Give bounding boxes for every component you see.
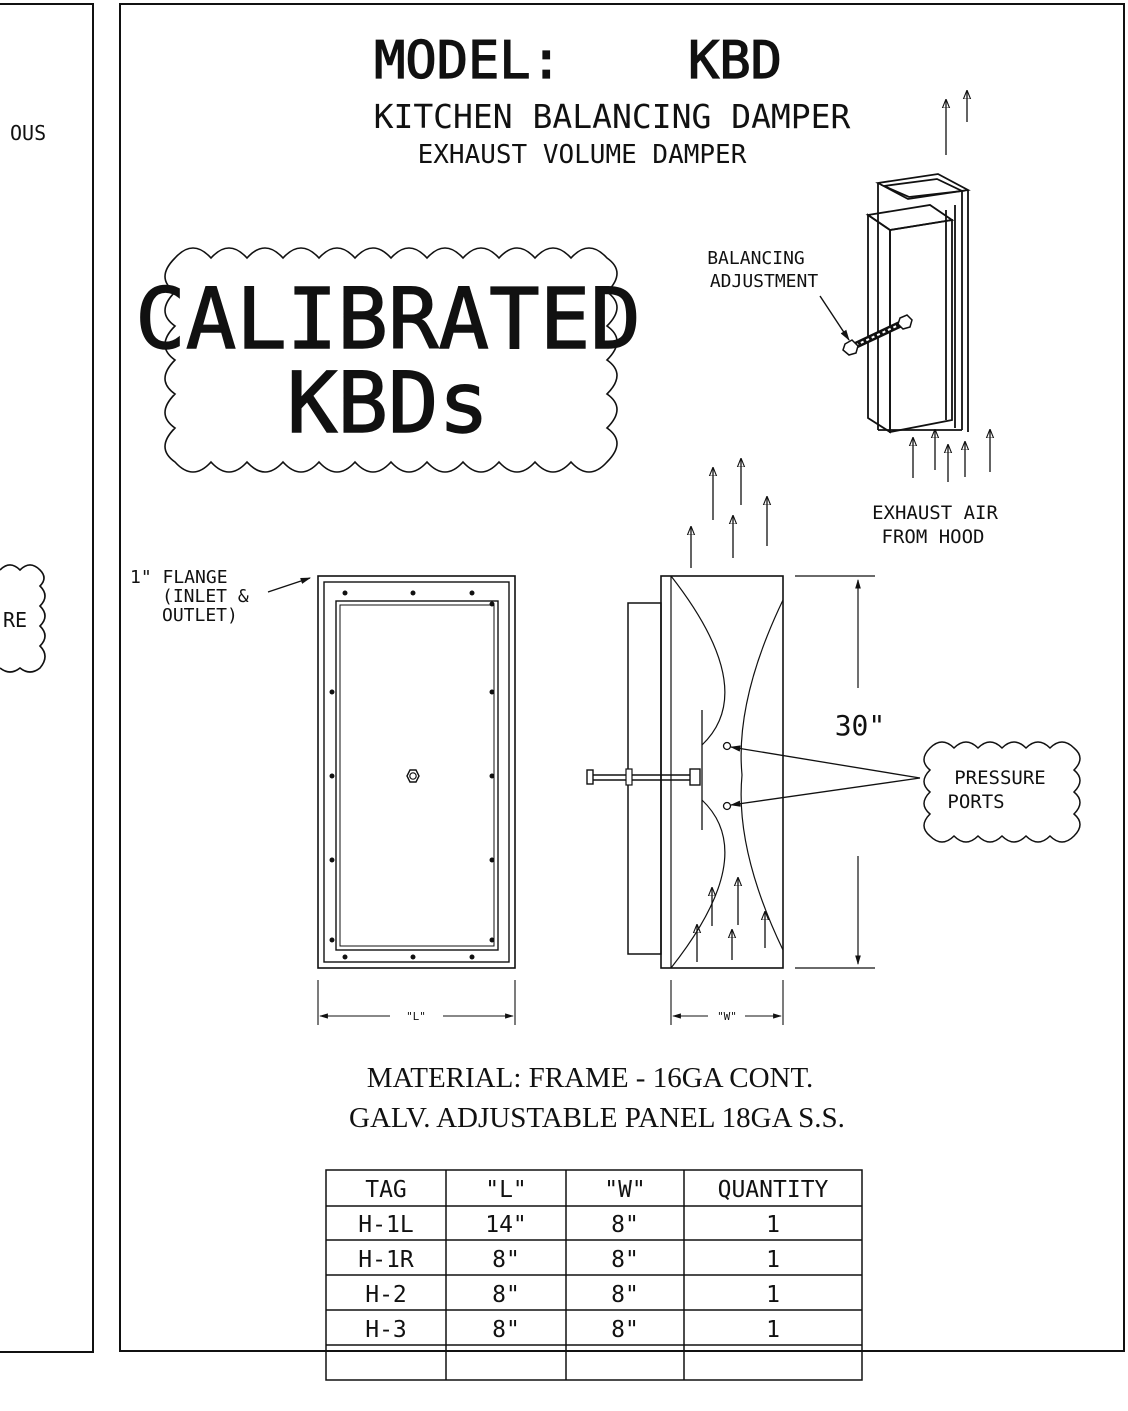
- side-view-ports: [722, 741, 732, 811]
- w-dimension-label: "W": [717, 1010, 737, 1023]
- table-cell: 1: [766, 1247, 780, 1273]
- side-view: [627, 575, 784, 969]
- adjustment-label: ADJUSTMENT: [710, 271, 819, 292]
- from-hood-label: FROM HOOD: [882, 526, 985, 548]
- calibrated-cloud: CALIBRATED KBDs: [134, 247, 642, 473]
- damper-schedule-table: [325, 1169, 863, 1381]
- model-label: MODEL:: [374, 31, 562, 91]
- balancing-leader: [819, 295, 850, 341]
- flange-leader: [267, 577, 311, 593]
- left-panel-cloud: [0, 564, 46, 673]
- isometric-damper: [865, 173, 971, 434]
- model-code: KBD: [688, 31, 782, 91]
- table-header-cell: QUANTITY: [718, 1177, 829, 1203]
- main-sheet-frame: [119, 3, 1125, 1352]
- calibrated-text: CALIBRATED: [135, 270, 641, 368]
- table-cell: H-3: [365, 1317, 407, 1343]
- l-dimension: [317, 980, 516, 1025]
- isometric-adjustment-rod: [842, 314, 913, 356]
- height-dimension: [795, 575, 875, 969]
- height-dimension-label: 30": [835, 709, 886, 742]
- table-cell: 8": [492, 1282, 520, 1308]
- table-cell: H-1L: [358, 1212, 413, 1238]
- side-view-exhaust-arrows-bottom: [697, 878, 765, 962]
- exhaust-air-label: EXHAUST AIR: [872, 502, 998, 524]
- flange-label-2: (INLET &: [162, 586, 249, 607]
- table-header-cell: TAG: [365, 1177, 407, 1203]
- table-cell: 8": [611, 1317, 639, 1343]
- kbds-text: KBDs: [287, 354, 489, 452]
- balancing-label: BALANCING: [707, 248, 805, 269]
- title-kitchen-balancing-damper: KITCHEN BALANCING DAMPER: [374, 97, 851, 136]
- front-view: [317, 575, 516, 969]
- front-view-hex-nut: [406, 769, 420, 783]
- table-cell: 8": [611, 1212, 639, 1238]
- table-cell: 8": [611, 1282, 639, 1308]
- flange-label-1: 1" FLANGE: [130, 567, 228, 588]
- pressure-label: PRESSURE: [954, 767, 1046, 789]
- table-cell: 8": [611, 1247, 639, 1273]
- l-dimension-label: "L": [406, 1010, 426, 1023]
- table-header-cell: "W": [604, 1177, 646, 1203]
- left-panel-fragment-top: OUS: [10, 121, 46, 145]
- table-cell: 14": [485, 1212, 527, 1238]
- left-panel-fragment-mid: RE: [3, 608, 27, 632]
- front-view-bolts: [329, 590, 495, 960]
- table-cell: 8": [492, 1317, 520, 1343]
- table-cell: 1: [766, 1212, 780, 1238]
- table-cell: 1: [766, 1282, 780, 1308]
- left-panel-frame: [0, 3, 94, 1353]
- top-right-arrows: [946, 91, 967, 155]
- side-view-rod: [586, 768, 701, 786]
- material-line-1: MATERIAL: FRAME - 16GA CONT.: [367, 1062, 814, 1094]
- side-view-exhaust-arrows-top: [691, 459, 767, 568]
- table-cell: H-2: [365, 1282, 407, 1308]
- table-cell: 8": [492, 1247, 520, 1273]
- title-exhaust-volume-damper: EXHAUST VOLUME DAMPER: [418, 140, 747, 170]
- exhaust-arrows-iso: [913, 430, 990, 482]
- pressure-ports-cloud: PRESSURE PORTS: [923, 741, 1081, 843]
- flange-label-3: OUTLET): [162, 605, 238, 626]
- table-cell: H-1R: [358, 1247, 414, 1273]
- w-dimension: [670, 980, 784, 1025]
- ports-label: PORTS: [947, 791, 1004, 813]
- pressure-leaders: [729, 745, 921, 807]
- material-line-2: GALV. ADJUSTABLE PANEL 18GA S.S.: [349, 1102, 845, 1134]
- table-header-cell: "L": [485, 1177, 527, 1203]
- table-cell: 1: [766, 1317, 780, 1343]
